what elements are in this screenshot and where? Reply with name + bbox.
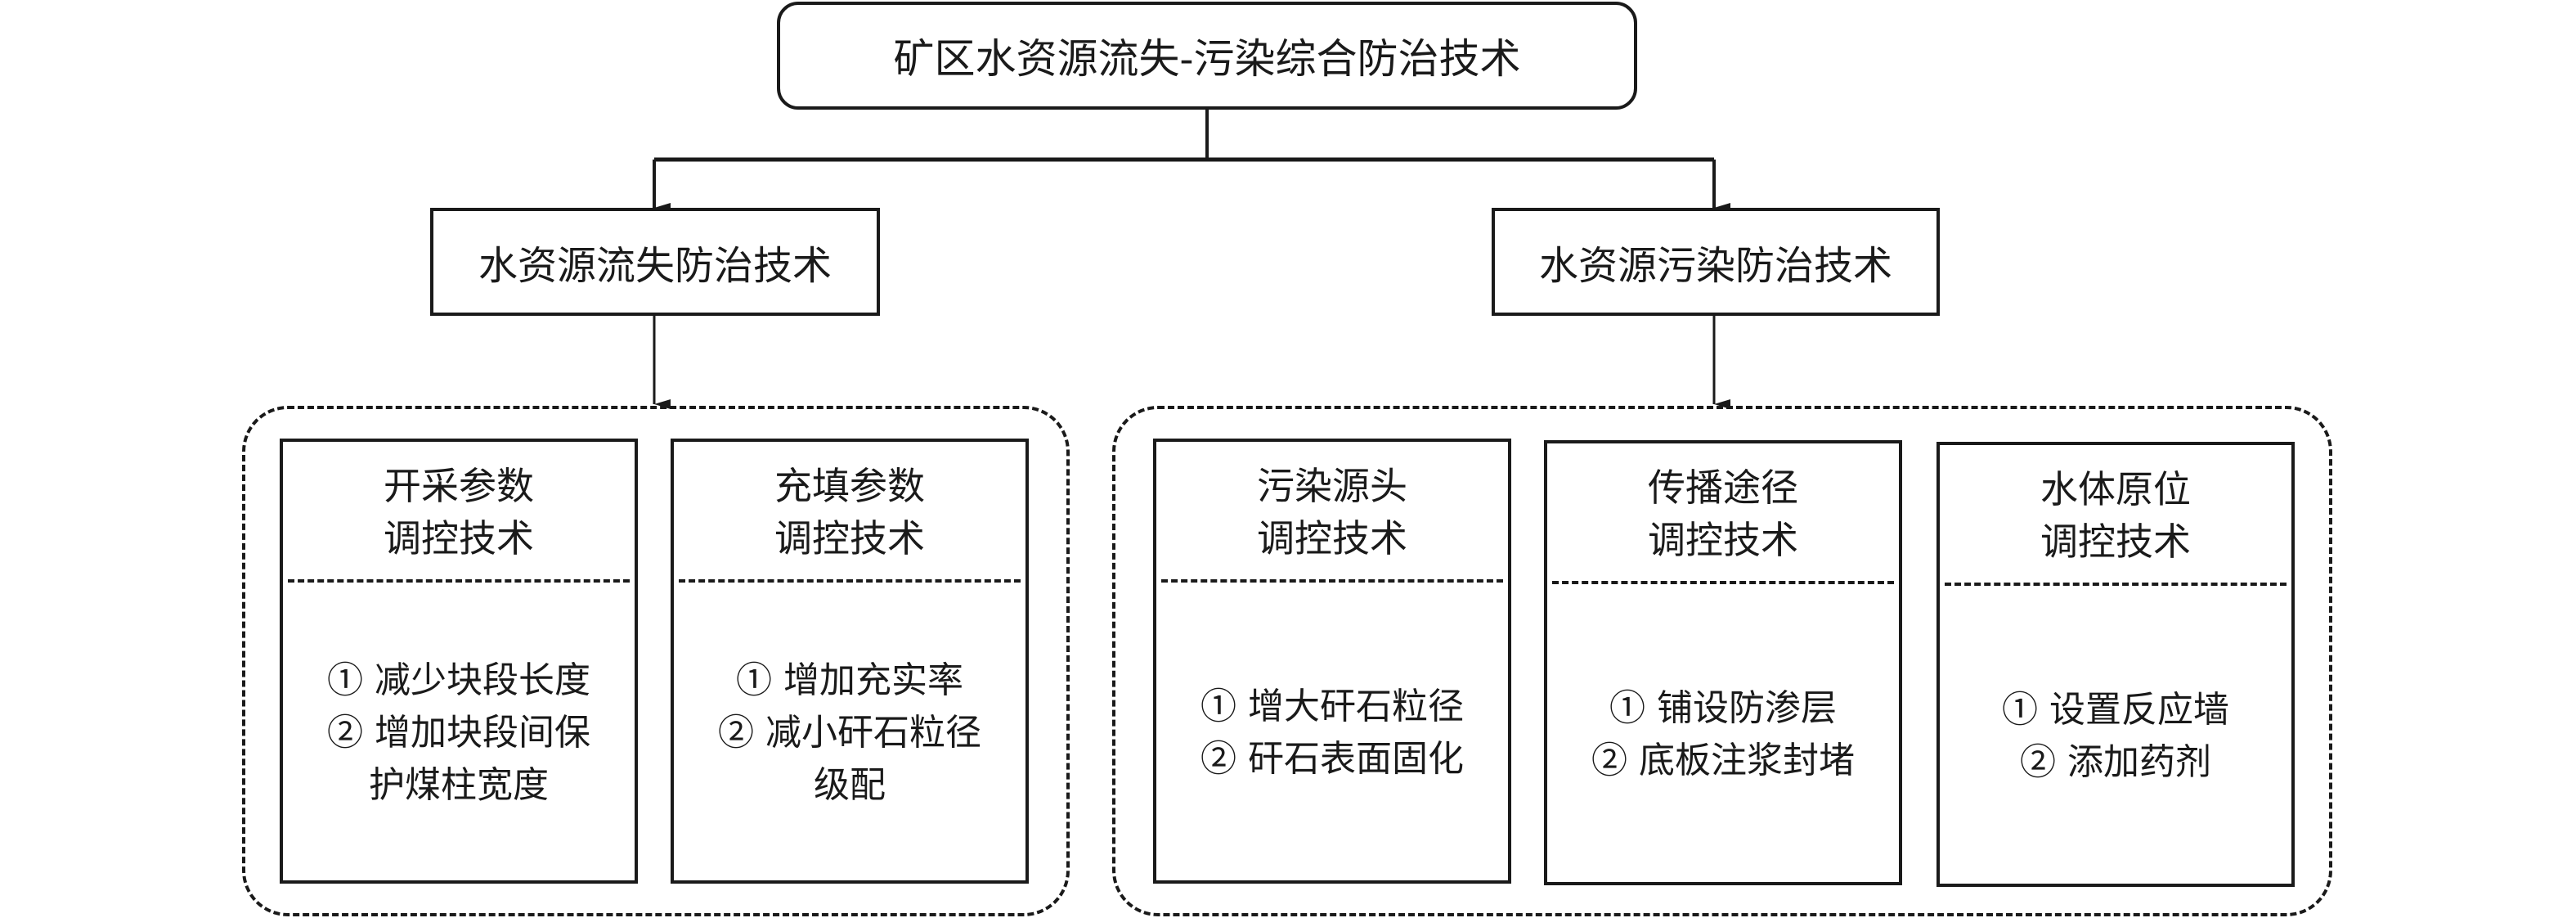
loss-techniques-group (242, 406, 1070, 916)
card-title-line: 调控技术 (1648, 518, 1798, 562)
card-item: ② 增加块段间保 (327, 712, 590, 754)
root-node: 矿区水资源流失-污染综合防治技术 (777, 2, 1637, 110)
pollution-prevention-node: 水资源污染防治技术 (1492, 208, 1940, 316)
card-divider (679, 579, 1021, 583)
card-item: ① 铺设防渗层 (1609, 687, 1837, 729)
filling-parameter-card: 充填参数调控技术 ① 增加充实率 ② 减小矸石粒径级配 (671, 439, 1029, 884)
card-item: ② 底板注浆封堵 (1591, 740, 1855, 781)
card-item: ② 添加药剂 (2020, 741, 2211, 783)
card-item: ② 矸石表面固化 (1200, 738, 1464, 780)
card-title-line: 调控技术 (2040, 520, 2191, 564)
pollution-techniques-group (1112, 406, 2332, 916)
transmission-path-card: 传播途径调控技术 ① 铺设防渗层 ② 底板注浆封堵 (1544, 440, 1902, 885)
loss-prevention-node: 水资源流失防治技术 (430, 208, 880, 316)
mining-parameter-card: 开采参数调控技术 ① 减少块段长度 ② 增加块段间保护煤柱宽度 (280, 439, 638, 884)
card-title-line: 调控技术 (1257, 516, 1407, 560)
card-item: ① 增加充实率 (736, 659, 963, 701)
card-title-line: 开采参数 (384, 464, 534, 508)
card-item: 级配 (814, 764, 886, 806)
card-divider (288, 579, 630, 583)
card-item: 护煤柱宽度 (369, 764, 549, 806)
card-item: ① 减少块段长度 (327, 659, 590, 701)
card-item: ① 设置反应墙 (2002, 689, 2229, 731)
card-divider (1945, 583, 2287, 586)
card-title-line: 水体原位 (2040, 467, 2191, 511)
card-title-line: 充填参数 (774, 464, 925, 508)
pollution-source-card: 污染源头调控技术 ① 增大矸石粒径 ② 矸石表面固化 (1153, 439, 1511, 884)
in-situ-water-card: 水体原位调控技术 ① 设置反应墙 ② 添加药剂 (1936, 442, 2295, 887)
card-item: ② 减小矸石粒径 (718, 712, 981, 754)
card-divider (1552, 581, 1894, 584)
card-title-line: 调控技术 (774, 516, 925, 560)
loss-prevention-label: 水资源流失防治技术 (478, 243, 832, 289)
card-title-line: 调控技术 (384, 516, 534, 560)
card-divider (1161, 579, 1503, 583)
root-label: 矿区水资源流失-污染综合防治技术 (893, 35, 1521, 83)
card-item: ① 增大矸石粒径 (1200, 686, 1464, 727)
card-title-line: 污染源头 (1257, 464, 1407, 508)
card-title-line: 传播途径 (1648, 466, 1798, 510)
pollution-prevention-label: 水资源污染防治技术 (1538, 243, 1892, 289)
